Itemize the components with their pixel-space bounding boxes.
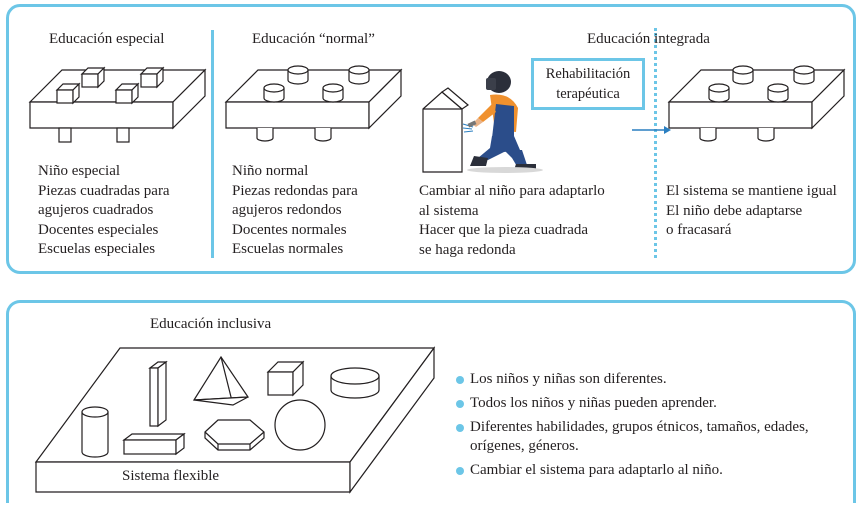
bullet-text-continued: orígenes, géneros. [470, 438, 579, 454]
change-line: al sistema [419, 202, 479, 219]
normal-line: Escuelas normales [232, 241, 344, 257]
bullet-text: Todos los niños y niñas pueden aprender. [470, 395, 717, 411]
normal-line: agujeros redondos [232, 202, 342, 218]
bullet-dot-icon [456, 400, 464, 408]
normal-line: Piezas redondas para [232, 182, 358, 199]
rehab-line: terapéutica [556, 86, 620, 102]
rehab-line: Rehabilitación [545, 66, 631, 82]
bullet-item: Todos los niños y niñas pueden aprender. [456, 394, 809, 413]
inclusive-bullet-list: Los niños y niñas son diferentes. Todos … [456, 370, 809, 485]
bullet-text: Los niños y niñas son diferentes. [470, 371, 667, 387]
bullet-item: Los niños y niñas son diferentes. [456, 370, 809, 389]
result-line: o fracasará [666, 222, 732, 238]
arrow-right-icon [632, 126, 671, 134]
bullet-dot-icon [456, 467, 464, 475]
change-line: Cambiar al niño para adaptarlo [419, 183, 605, 199]
flexible-system-label: Sistema flexible [122, 468, 220, 484]
shapes-on-platform-icon [81, 355, 380, 458]
square-peg-platform-icon [28, 66, 207, 143]
special-description: Niño especial Piezas cuadradas para aguj… [38, 162, 170, 260]
special-line: Docentes especiales [38, 221, 159, 238]
bullet-item: Cambiar el sistema para adaptarlo al niñ… [456, 461, 809, 480]
normal-line: Docentes normales [232, 221, 347, 238]
special-line: Niño especial [38, 163, 121, 179]
inclusive-education-title: Educación inclusiva [150, 316, 272, 332]
worker-icon [462, 71, 543, 173]
integration-result-description: El sistema se mantiene igual El niño deb… [666, 182, 837, 241]
special-line: Escuelas especiales [38, 241, 156, 257]
special-education-title: Educación especial [49, 31, 165, 47]
normal-line: Niño normal [232, 163, 309, 179]
change-line: se haga redonda [419, 241, 516, 258]
separator-dotted [654, 28, 657, 258]
square-block-shaping-icon [422, 87, 469, 173]
bullet-dot-icon [456, 424, 464, 432]
bullet-text: Cambiar el sistema para adaptarlo al niñ… [470, 462, 723, 478]
result-line: El niño debe adaptarse [666, 202, 803, 219]
rehabilitation-box: Rehabilitación terapéutica [531, 58, 645, 110]
integrated-platform-icon [667, 65, 846, 142]
integrated-education-title: Educación integrada [587, 31, 710, 47]
result-line: El sistema se mantiene igual [666, 183, 837, 199]
normal-education-title: Educación “normal” [252, 31, 375, 47]
special-line: Piezas cuadradas para [38, 182, 170, 199]
round-peg-platform-icon [224, 65, 403, 142]
bullet-text: Diferentes habilidades, grupos étnicos, … [470, 419, 809, 435]
special-line: agujeros cuadrados [38, 202, 154, 218]
normal-description: Niño normal Piezas redondas para agujero… [232, 162, 358, 260]
separator-solid [211, 30, 214, 258]
bullet-dot-icon [456, 376, 464, 384]
bullet-item: Diferentes habilidades, grupos étnicos, … [456, 418, 809, 456]
change-line: Hacer que la pieza cuadrada [419, 222, 589, 238]
integration-change-description: Cambiar al niño para adaptarlo al sistem… [419, 182, 605, 260]
